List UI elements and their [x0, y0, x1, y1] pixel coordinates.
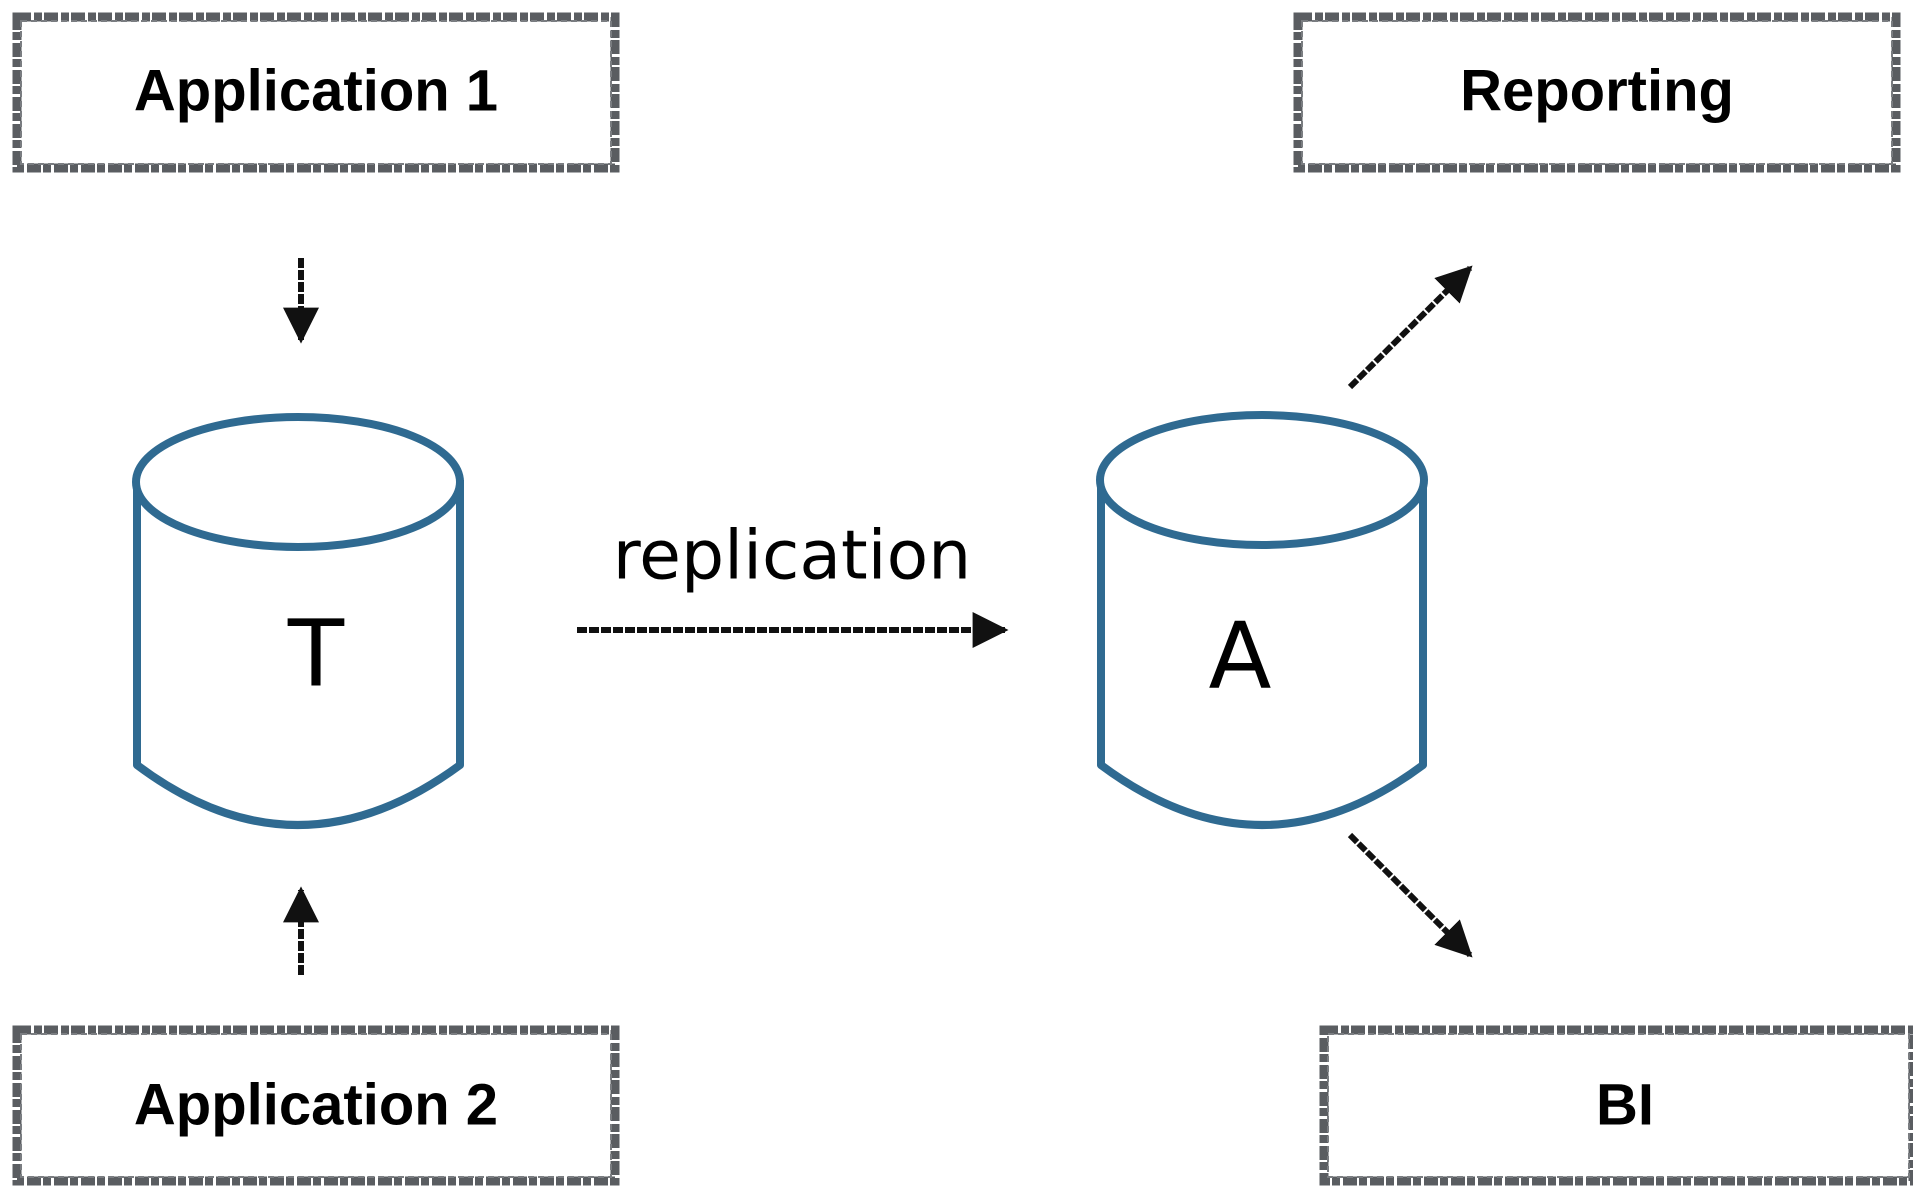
reporting-label: Reporting: [1460, 58, 1734, 123]
transactional-db: T: [132, 413, 464, 829]
bi-box: [1319, 1025, 1913, 1186]
arrow-a-to-reporting: [1347, 265, 1473, 390]
reporting-box: [1293, 12, 1901, 173]
bi-box-inner-edge: [1327, 1033, 1910, 1178]
replication-label: replication: [613, 517, 972, 596]
app2-label: Application 2: [134, 1072, 498, 1137]
t-cylinder-top: [132, 413, 464, 551]
analytical-db: A: [1096, 411, 1428, 829]
bi-label: BI: [1596, 1072, 1654, 1137]
t-cylinder-body: [133, 480, 464, 829]
app1-node: Application 1: [12, 12, 620, 173]
app1-box-inner-edge: [20, 20, 612, 165]
app2-box-inner-edge: [20, 1033, 612, 1178]
t-db-letter: T: [287, 600, 345, 707]
app1-label: Application 1: [134, 58, 498, 123]
a-cylinder-body: [1097, 480, 1427, 829]
app2-node: Application 2: [12, 1025, 620, 1186]
app1-box: [12, 12, 620, 173]
a-cylinder-top: [1096, 411, 1428, 549]
a-db-letter: A: [1209, 602, 1272, 709]
arrow-a-to-bi: [1347, 832, 1473, 958]
app2-box: [12, 1025, 620, 1186]
reporting-box-inner-edge: [1301, 20, 1893, 165]
bi-node: BI: [1319, 1025, 1913, 1186]
reporting-node: Reporting: [1293, 12, 1901, 173]
